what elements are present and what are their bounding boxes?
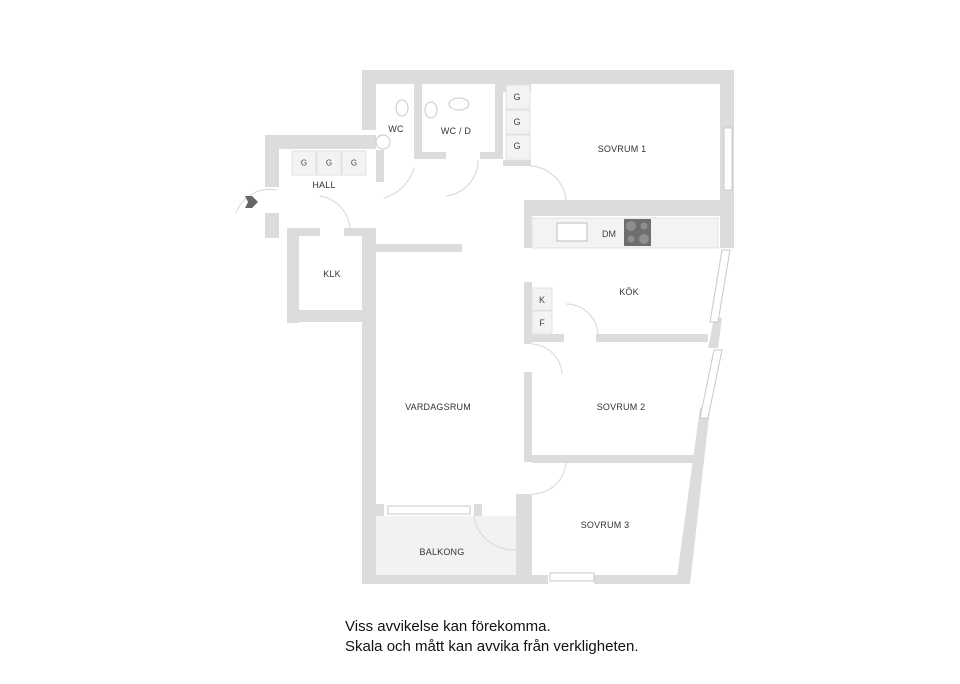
room-label-wc-d: WC / D <box>440 126 472 136</box>
dishwasher-label: DM <box>602 229 616 239</box>
wardrobe-label: G <box>513 141 521 151</box>
room-label-sovrum-3: SOVRUM 3 <box>580 520 630 530</box>
entrance-arrow-icon <box>245 196 258 208</box>
door-arc-sovrum1 <box>529 165 567 201</box>
room-label-vardagsrum: VARDAGSRUM <box>405 402 471 412</box>
walls <box>265 70 734 584</box>
basin-icon <box>448 97 470 111</box>
fridge-label: K <box>538 295 546 305</box>
slanted-wall <box>676 408 710 584</box>
freezer-label: F <box>539 318 545 328</box>
room-label-sovrum-2: SOVRUM 2 <box>596 402 646 412</box>
wardrobe-label: G <box>513 92 521 102</box>
hall-wardrobe-glyph: G <box>325 158 333 168</box>
room-label-sovrum-1: SOVRUM 1 <box>597 144 647 154</box>
room-label-kok: KÖK <box>619 287 639 297</box>
disclaimer-line-2: Skala och mått kan avvika från verklighe… <box>345 638 639 655</box>
wardrobe-label: G <box>513 117 521 127</box>
balcony-floor <box>376 516 516 575</box>
room-label-wc: WC <box>388 124 404 134</box>
disclaimer-line-1: Viss avvikelse kan förekomma. <box>345 618 551 635</box>
room-label-hall: HALL <box>312 180 336 190</box>
hall-wardrobe-glyph: G <box>350 158 358 168</box>
hall-wardrobe-glyph: G <box>300 158 308 168</box>
room-label-klk: KLK <box>323 269 341 279</box>
sink-icon <box>556 222 588 242</box>
toilet-icon <box>395 99 409 117</box>
room-label-balkong: BALKONG <box>419 547 465 557</box>
